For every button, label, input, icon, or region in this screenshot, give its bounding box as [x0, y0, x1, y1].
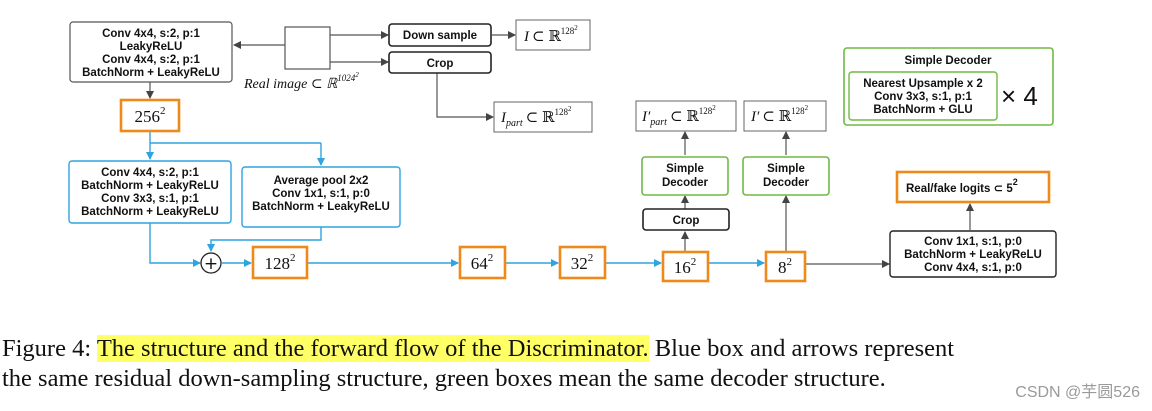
output-Iprimepart-box: I′part⊂ ℝ1282	[635, 100, 737, 132]
output-Ipart-box: Ipart⊂ ℝ1282	[493, 101, 593, 133]
real-image-square	[284, 26, 331, 70]
caption-rest: Blue box and arrows represent	[648, 335, 955, 362]
input-conv-line-4: BatchNorm + LeakyReLU	[82, 67, 220, 79]
final-conv-line-2: BatchNorm + LeakyReLU	[904, 249, 1042, 261]
svg-text:642: 642	[471, 252, 494, 273]
real-image-label: Real image ⊂ ℝ10242	[243, 71, 359, 92]
decoder-part: Simple Decoder	[641, 156, 729, 196]
feature-32: 322	[558, 245, 607, 280]
logits-label: Real/fake logits ⊂ 5	[906, 183, 1013, 195]
svg-text:1282: 1282	[265, 252, 296, 273]
downsample-box: Down sample	[388, 23, 492, 47]
final-conv-block: Conv 1x1, s:1, p:0 BatchNorm + LeakyReLU…	[889, 230, 1057, 278]
feature-256: 2562	[119, 98, 181, 133]
feature-128: 1282	[251, 245, 309, 280]
simple-decoder-line-1: Nearest Upsample x 2	[863, 78, 983, 90]
res-conv-line-4: BatchNorm + LeakyReLU	[81, 206, 219, 218]
feature-16: 162	[661, 250, 710, 283]
simple-decoder-title: Simple Decoder	[905, 55, 992, 67]
discriminator-diagram: Conv 4x4, s:2, p:1 LeakyReLU Conv 4x4, s…	[68, 19, 1057, 283]
simple-decoder-line-3: BatchNorm + GLU	[873, 104, 972, 116]
downsample-label: Down sample	[403, 30, 477, 42]
svg-text:Ipart⊂ ℝ1282: Ipart⊂ ℝ1282	[500, 105, 572, 129]
svg-text:322: 322	[571, 252, 594, 273]
input-conv-line-3: Conv 4x4, s:2, p:1	[102, 54, 200, 66]
crop-mid-box: Crop	[642, 208, 730, 231]
times-four: × 4	[1001, 81, 1038, 111]
feature-8: 82	[764, 250, 807, 283]
final-conv-line-3: Conv 4x4, s:1, p:0	[924, 262, 1022, 274]
blue-connectors	[146, 131, 765, 267]
decoder-full-line-2: Decoder	[763, 177, 810, 189]
res-conv-line-3: Conv 3x3, s:1, p:1	[101, 193, 199, 205]
svg-text:82: 82	[778, 256, 792, 277]
res-conv-line-2: BatchNorm + LeakyReLU	[81, 180, 219, 192]
svg-text:162: 162	[674, 256, 697, 277]
gray-connectors	[146, 31, 974, 268]
res-conv-line-1: Conv 4x4, s:2, p:1	[101, 167, 199, 179]
svg-text:I⊂ ℝ1282: I⊂ ℝ1282	[523, 24, 578, 45]
arrow-res-conv-to-sum	[149, 223, 201, 267]
sum-node: +	[200, 252, 222, 274]
res-pool-line-3: BatchNorm + LeakyReLU	[252, 201, 390, 213]
output-Iprime-box: I′⊂ ℝ1282	[743, 100, 827, 132]
res-pool-line-1: Average pool 2x2	[274, 175, 369, 187]
caption-highlight: The structure and the forward flow of th…	[96, 335, 649, 362]
crop-mid-label: Crop	[673, 215, 700, 227]
crop-top-label: Crop	[427, 58, 454, 70]
svg-text:Real/fake logits ⊂ 52: Real/fake logits ⊂ 52	[906, 177, 1018, 195]
input-conv-block: Conv 4x4, s:2, p:1 LeakyReLU Conv 4x4, s…	[69, 21, 233, 83]
svg-text:2562: 2562	[135, 105, 166, 126]
caption-line-2: the same residual down-sampling structur…	[2, 365, 886, 392]
decoder-part-line-1: Simple	[666, 163, 704, 175]
input-conv-line-2: LeakyReLU	[120, 41, 183, 53]
simple-decoder-panel: Simple Decoder Nearest Upsample x 2 Conv…	[843, 47, 1054, 126]
crop-top-box: Crop	[388, 51, 492, 74]
figure-caption: Figure 4: The structure and the forward …	[2, 334, 1150, 394]
output-I-box: I⊂ ℝ1282	[515, 19, 591, 51]
plus-icon: +	[204, 254, 218, 274]
simple-decoder-line-2: Conv 3x3, s:1, p:1	[874, 91, 972, 103]
res-pool-line-2: Conv 1x1, s:1, p:0	[272, 188, 370, 200]
decoder-full: Simple Decoder	[742, 156, 830, 196]
residual-pool-block: Average pool 2x2 Conv 1x1, s:1, p:0 Batc…	[241, 166, 401, 228]
caption-line-1: Figure 4: The structure and the forward …	[2, 334, 1150, 364]
feature-64: 642	[458, 245, 507, 280]
watermark: CSDN @芋圆526	[1015, 384, 1140, 401]
decoder-part-line-2: Decoder	[662, 177, 709, 189]
arrow-res-pool-to-sum	[207, 227, 322, 252]
svg-text:I′part⊂ ℝ1282: I′part⊂ ℝ1282	[641, 104, 716, 128]
final-conv-line-1: Conv 1x1, s:1, p:0	[924, 236, 1022, 248]
caption-prefix: Figure 4:	[2, 335, 97, 362]
residual-conv-block: Conv 4x4, s:2, p:1 BatchNorm + LeakyReLU…	[68, 160, 232, 224]
input-conv-line-1: Conv 4x4, s:2, p:1	[102, 28, 200, 40]
logits-box: Real/fake logits ⊂ 52	[895, 170, 1051, 204]
decoder-full-line-1: Simple	[767, 163, 805, 175]
svg-text:I′⊂ ℝ1282: I′⊂ ℝ1282	[750, 104, 809, 125]
arrow-crop-to-Ipart	[436, 73, 494, 121]
